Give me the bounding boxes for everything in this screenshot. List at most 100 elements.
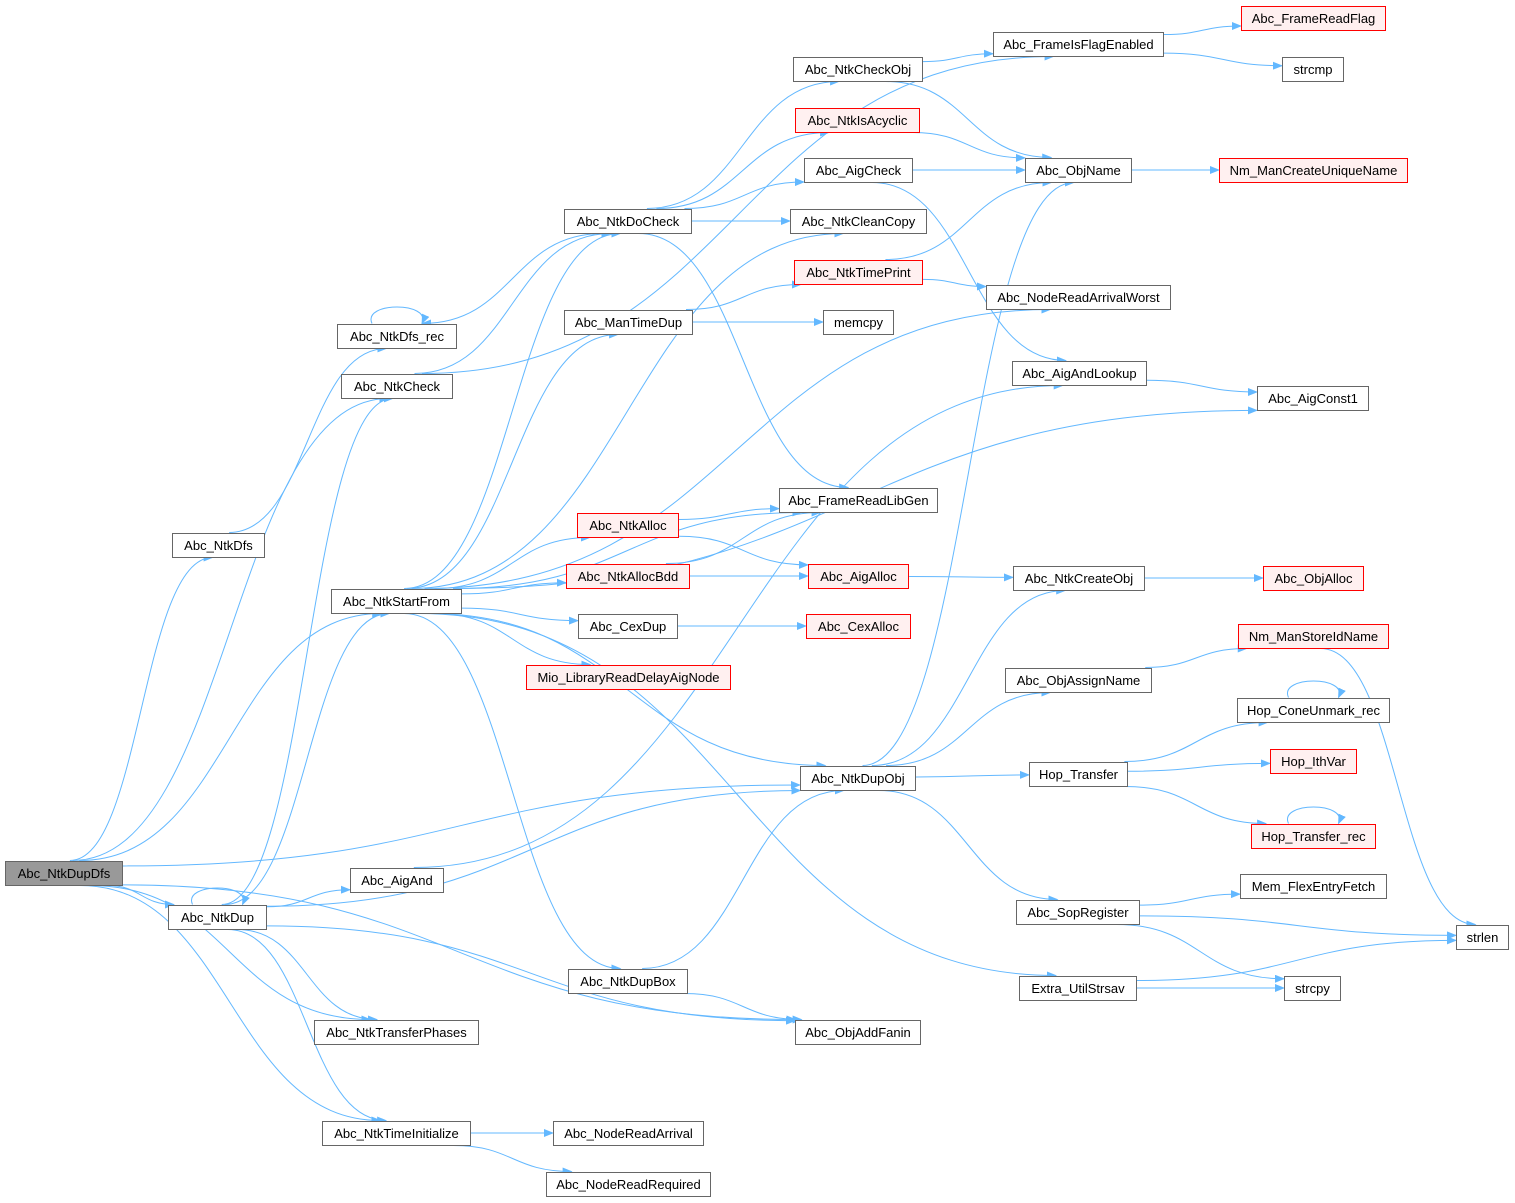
graph-node-libgen[interactable]: Abc_FrameReadLibGen — [779, 487, 938, 513]
graph-node-strsav[interactable]: Extra_UtilStrsav — [1019, 975, 1137, 1001]
edge-ntkdup-to-startfrom — [224, 609, 391, 905]
graph-node-strlen[interactable]: strlen — [1456, 924, 1509, 950]
edge-root-to-startfrom — [79, 609, 383, 861]
edge-dfsrec-to-dfsrec — [370, 306, 430, 325]
graph-node-readflag[interactable]: Abc_FrameReadFlag — [1241, 5, 1386, 31]
graph-node-coneunmark[interactable]: Hop_ConeUnmark_rec — [1237, 697, 1390, 723]
graph-node-readrequired[interactable]: Abc_NodeReadRequired — [546, 1171, 711, 1197]
edge-timeprint-to-objname — [885, 178, 1053, 260]
graph-node-strcpy[interactable]: strcpy — [1284, 975, 1341, 1001]
edge-timeinit-to-readrequired — [453, 1145, 573, 1176]
edge-ntkcheck-to-docheck — [414, 229, 612, 374]
edge-aigcheck-to-andlookup — [872, 182, 1067, 365]
graph-node-cleancopy[interactable]: Abc_NtkCleanCopy — [790, 208, 927, 234]
edge-sopreg-to-strcpy — [1116, 924, 1285, 983]
edge-dupobj-to-assignname — [886, 688, 1052, 766]
graph-node-andlookup[interactable]: Abc_AigAndLookup — [1012, 360, 1147, 386]
graph-node-assignname[interactable]: Abc_ObjAssignName — [1005, 667, 1152, 693]
graph-node-aigalloc[interactable]: Abc_AigAlloc — [808, 563, 909, 589]
edge-ntkdup-to-ntkcheck — [221, 394, 394, 905]
graph-node-addfanin[interactable]: Abc_ObjAddFanin — [795, 1019, 921, 1045]
edge-ntkdup-to-transfer — [236, 929, 379, 1024]
edge-sopreg-to-memflex — [1139, 890, 1241, 906]
edge-flagenabled-to-readflag — [1163, 22, 1242, 36]
edge-dupobj-to-hoptransfer — [915, 770, 1030, 779]
edge-ntkdup-to-timeinit — [227, 929, 388, 1125]
edge-startfrom-to-strsav — [418, 613, 1057, 980]
graph-node-objname[interactable]: Abc_ObjName — [1025, 157, 1132, 183]
graph-node-aigcheck[interactable]: Abc_AigCheck — [804, 157, 913, 183]
edge-root-to-dupobj — [122, 780, 801, 867]
graph-node-ntkalloc[interactable]: Abc_NtkAlloc — [577, 512, 679, 538]
graph-node-mantimedup[interactable]: Abc_ManTimeDup — [564, 309, 693, 335]
edge-startfrom-to-cexdup — [461, 607, 579, 625]
edge-flagenabled-to-strcmp — [1163, 52, 1283, 70]
edge-ntkalloc-to-libgen — [678, 504, 780, 520]
edge-docheck-to-checkobj — [646, 77, 841, 209]
graph-node-timeprint[interactable]: Abc_NtkTimePrint — [794, 259, 923, 285]
graph-node-ntkdup[interactable]: Abc_NtkDup — [168, 904, 267, 930]
edge-timeprint-to-arrivalworst — [922, 278, 987, 291]
graph-node-ntkcheck[interactable]: Abc_NtkCheck — [341, 373, 453, 399]
edge-aigand-to-andlookup — [413, 381, 1064, 868]
graph-node-isacyclic[interactable]: Abc_NtkIsAcyclic — [795, 107, 920, 133]
graph-node-dupbox[interactable]: Abc_NtkDupBox — [568, 968, 688, 994]
edge-hoptransfer-to-ithvar — [1127, 759, 1271, 772]
edge-docheck-to-dfsrec — [421, 233, 603, 328]
edge-hoptransfer-to-coneunmark — [1124, 718, 1269, 762]
graph-node-strcmp[interactable]: strcmp — [1282, 56, 1344, 82]
graph-node-memcpy[interactable]: memcpy — [823, 309, 894, 335]
edge-docheck-to-aigcheck — [684, 178, 805, 209]
graph-node-startfrom[interactable]: Abc_NtkStartFrom — [331, 588, 462, 614]
edge-startfrom-to-docheck — [404, 229, 622, 589]
graph-node-const1[interactable]: Abc_AigConst1 — [1257, 385, 1369, 411]
edge-startfrom-to-allocbdd — [461, 578, 567, 595]
edge-docheck-to-libgen — [638, 233, 850, 492]
edge-startfrom-to-dupobj — [429, 613, 827, 770]
graph-node-cexdup[interactable]: Abc_CexDup — [578, 613, 678, 639]
graph-node-flagenabled[interactable]: Abc_FrameIsFlagEnabled — [993, 31, 1164, 57]
edge-allocbdd-to-libgen — [665, 508, 822, 564]
edge-ntkdup-to-ntkdup — [191, 887, 250, 906]
graph-node-mio[interactable]: Mio_LibraryReadDelayAigNode — [526, 664, 731, 690]
graph-node-ntkdfs[interactable]: Abc_NtkDfs — [172, 532, 265, 558]
edge-isacyclic-to-objname — [912, 132, 1026, 162]
graph-node-timeinit[interactable]: Abc_NtkTimeInitialize — [322, 1120, 471, 1146]
edge-hoptransfer-to-transferrec — [1125, 786, 1268, 828]
graph-node-memflex[interactable]: Mem_FlexEntryFetch — [1240, 873, 1387, 899]
edge-root-to-timeinit — [79, 885, 382, 1125]
graph-node-transferrec[interactable]: Hop_Transfer_rec — [1251, 823, 1376, 849]
graph-node-checkobj[interactable]: Abc_NtkCheckObj — [793, 56, 923, 82]
graph-node-ithvar[interactable]: Hop_IthVar — [1270, 748, 1357, 774]
edge-assignname-to-storeid — [1145, 644, 1248, 668]
graph-node-root[interactable]: Abc_NtkDupDfs — [5, 860, 123, 886]
graph-node-aigand[interactable]: Abc_AigAnd — [350, 867, 444, 893]
graph-node-cexalloc[interactable]: Abc_CexAlloc — [806, 613, 911, 639]
edge-root-to-ntkcheck — [72, 394, 390, 861]
graph-node-readarrival[interactable]: Abc_NodeReadArrival — [553, 1120, 704, 1146]
edge-ntkdup-to-dupobj — [266, 786, 802, 907]
graph-node-objalloc[interactable]: Abc_ObjAlloc — [1263, 565, 1364, 591]
graph-node-createobj[interactable]: Abc_NtkCreateObj — [1013, 565, 1145, 591]
graph-node-sopreg[interactable]: Abc_SopRegister — [1016, 899, 1140, 925]
edge-startfrom-to-libgen — [453, 508, 803, 589]
graph-node-allocbdd[interactable]: Abc_NtkAllocBdd — [566, 563, 690, 589]
edge-strsav-to-strlen — [1136, 936, 1457, 982]
graph-node-docheck[interactable]: Abc_NtkDoCheck — [564, 208, 692, 234]
graph-node-dupobj[interactable]: Abc_NtkDupObj — [800, 765, 916, 791]
graph-node-arrivalworst[interactable]: Abc_NodeReadArrivalWorst — [986, 284, 1171, 310]
graph-node-storeid[interactable]: Nm_ManStoreIdName — [1238, 623, 1389, 649]
edge-startfrom-to-dupbox — [404, 613, 622, 973]
graph-node-dfsrec[interactable]: Abc_NtkDfs_rec — [337, 323, 457, 349]
edge-transferrec-to-transferrec — [1287, 806, 1346, 825]
edge-storeid-to-strlen — [1320, 648, 1477, 929]
edge-startfrom-to-arrivalworst — [424, 305, 1052, 589]
edge-andlookup-to-const1 — [1146, 379, 1258, 397]
edge-sopreg-to-strlen — [1139, 915, 1457, 940]
edge-root-to-transfer — [90, 885, 372, 1024]
edge-ntkalloc-to-aigalloc — [678, 535, 809, 569]
graph-node-transfer[interactable]: Abc_NtkTransferPhases — [314, 1019, 479, 1045]
graph-node-uniquename[interactable]: Nm_ManCreateUniqueName — [1219, 157, 1408, 183]
graph-node-hoptransfer[interactable]: Hop_Transfer — [1029, 761, 1128, 787]
